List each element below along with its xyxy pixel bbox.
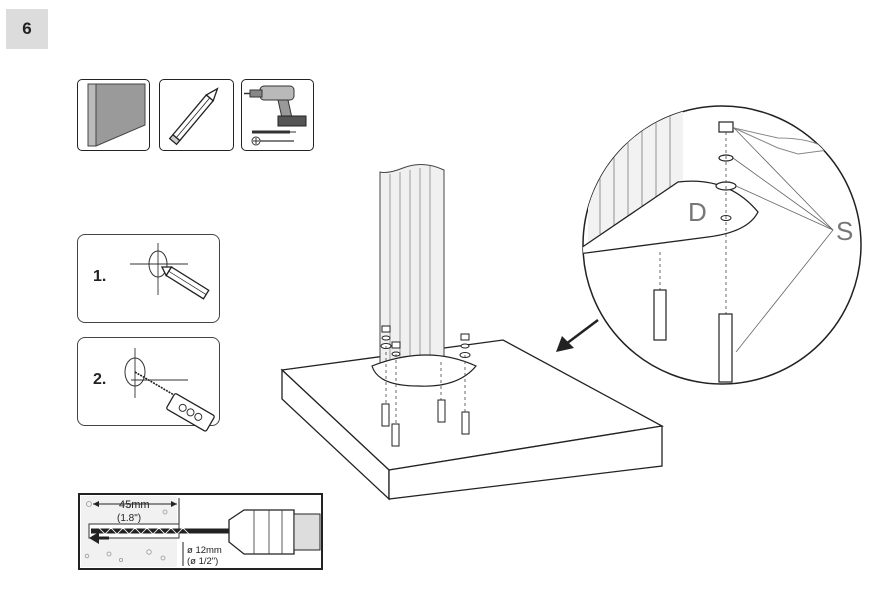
drill-icon bbox=[244, 85, 307, 146]
diameter-mm-label: ø 12mm bbox=[187, 545, 222, 556]
plate-label: D bbox=[688, 197, 707, 227]
tool-wall-material bbox=[77, 79, 150, 151]
hardware-label: S bbox=[836, 216, 853, 246]
drill-depth-detail: 45mm (1.8") ø 12mm (ø 1/2") bbox=[78, 493, 323, 570]
diameter-in-label: (ø 1/2") bbox=[187, 556, 218, 567]
substep-2-label: 2. bbox=[93, 371, 107, 388]
detail-zoom-circle: D S bbox=[582, 105, 862, 385]
substep-mark: 1. bbox=[77, 234, 220, 323]
substep-1-label: 1. bbox=[93, 268, 107, 285]
wall-material-icon bbox=[82, 83, 146, 147]
tool-drill bbox=[241, 79, 314, 151]
substep-drill: 2. bbox=[77, 337, 220, 432]
marking-pencil-icon bbox=[130, 243, 210, 300]
depth-mm-label: 45mm bbox=[119, 499, 150, 511]
step-number-badge: 6 bbox=[6, 9, 48, 49]
depth-in-label: (1.8") bbox=[117, 513, 141, 524]
zoom-pointer-arrow bbox=[556, 319, 599, 352]
step-number: 6 bbox=[22, 19, 32, 38]
drilling-icon bbox=[124, 348, 215, 432]
tool-pencil bbox=[159, 79, 234, 151]
assembly-illustration bbox=[280, 164, 664, 501]
pencil-icon bbox=[168, 87, 219, 146]
